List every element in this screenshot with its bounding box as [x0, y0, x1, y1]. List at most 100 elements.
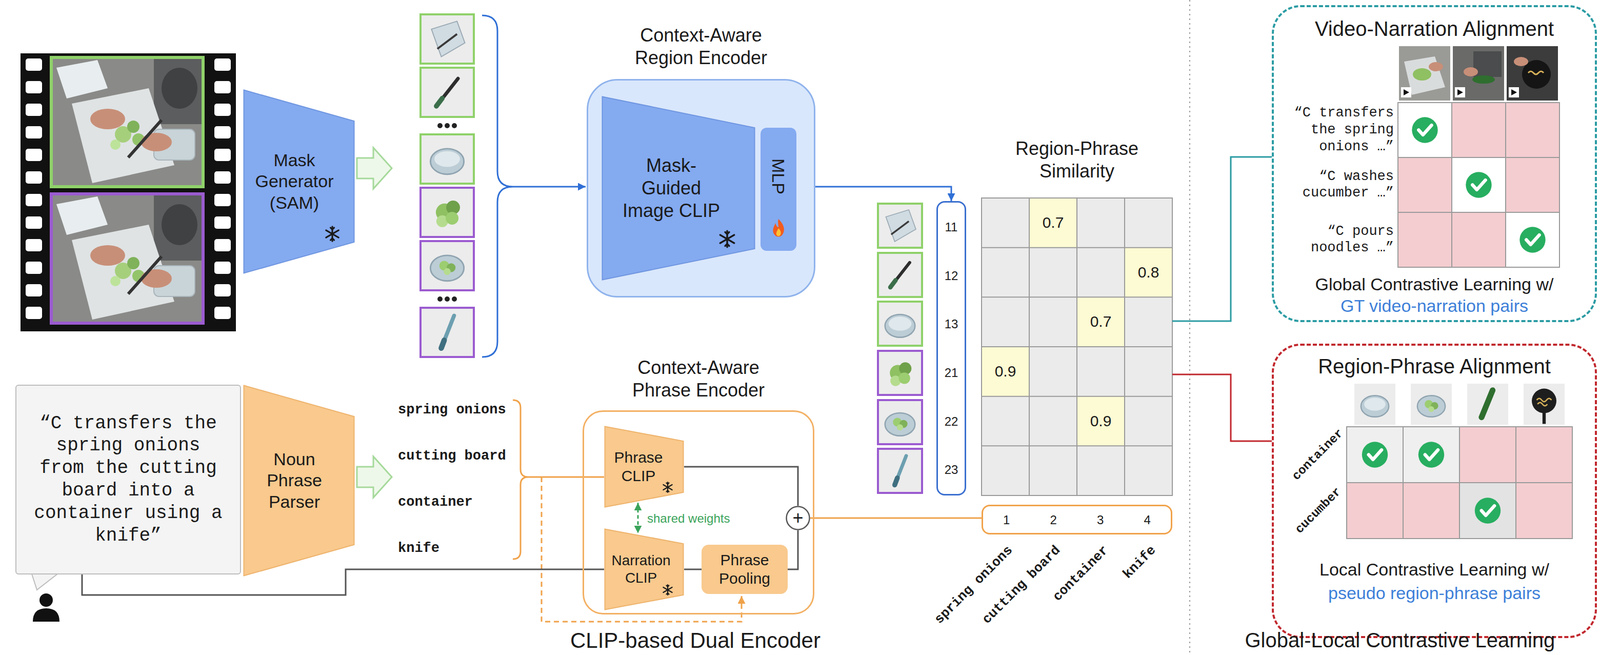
region-thumbnail [1467, 383, 1509, 425]
mask-thumbnail [420, 67, 474, 117]
index-number: 3 [1076, 512, 1125, 528]
index-number: 21 [937, 365, 965, 380]
mask-generator: Mask Generator (SAM) [243, 89, 355, 274]
image-clip: Mask-Guided Image CLIP [601, 95, 756, 281]
similarity-grid [981, 197, 1173, 496]
similarity-grid [981, 247, 1173, 249]
region-phrase-grid [1346, 482, 1573, 484]
video-narration-grid [1397, 102, 1560, 268]
video-narration-grid [1505, 157, 1560, 213]
index-number: 13 [937, 316, 965, 332]
similarity-grid [981, 296, 1173, 298]
speaker [31, 573, 60, 622]
video-narration-grid [1397, 102, 1452, 158]
region-phrase-grid [1459, 426, 1516, 483]
section-divider [1189, 0, 1191, 655]
video-narration-grid [1451, 102, 1453, 268]
phrase-label: spring onions [397, 401, 507, 419]
region-thumbnail [877, 448, 923, 493]
brace-arrow [482, 15, 513, 357]
heading: Context-Aware Region Encoder [624, 24, 778, 70]
sum-node: + [785, 505, 811, 531]
similarity-score: 0.7 [1076, 312, 1125, 332]
similarity-grid [1124, 247, 1173, 298]
region-thumbnail [877, 400, 923, 445]
mask-thumbnail [430, 255, 464, 282]
video-frames [1506, 46, 1558, 101]
narration-quote: “C pours noodles …” [1275, 223, 1394, 257]
region-thumbnail [1531, 388, 1557, 425]
mask-thumbnail [420, 307, 474, 357]
region-thumbnail [1354, 383, 1565, 425]
video-narration-grid [1451, 212, 1506, 268]
narration-quote: “C washes cucumber …” [1275, 168, 1394, 203]
index-number: 1 [983, 512, 1031, 528]
node-text: Mask-Guided Image CLIP [620, 154, 723, 223]
mask-thumbnail [436, 78, 458, 107]
index-number: 22 [937, 413, 965, 429]
mask-thumbnail [420, 241, 474, 291]
similarity-score: 0.9 [1076, 411, 1125, 431]
region-thumbnail [885, 314, 915, 338]
narration-clip: Narration CLIP [604, 528, 685, 611]
similarity-score: 0.8 [1124, 263, 1173, 283]
video-narration-grid [1519, 226, 1546, 253]
index-number: 11 [937, 219, 965, 235]
video-narration-grid [1411, 116, 1438, 143]
region-thumbnail [1354, 383, 1396, 425]
video-frames [1398, 46, 1558, 101]
film-strip [51, 57, 204, 187]
region-index: 111213212223 [936, 201, 967, 496]
phrase-brace [528, 476, 605, 478]
mask-thumbnail [420, 241, 474, 291]
video-narration-grid [1505, 212, 1560, 268]
region-thumbnail [894, 455, 907, 486]
video-narration-grid [1505, 102, 1560, 158]
heading: Video-Narration Alignment [1273, 16, 1595, 42]
axis-label: spring onions [931, 542, 1017, 628]
region-phrase-grid [1362, 441, 1388, 468]
connector-line [637, 502, 639, 533]
region-thumbnail [885, 209, 916, 242]
ellipsis-dots [444, 296, 450, 302]
flame-symbol [772, 218, 784, 237]
phrase-brace [512, 400, 529, 559]
trapezoid-shape [604, 528, 685, 611]
node-text: Narration CLIP [605, 551, 677, 587]
hollow-arrow [356, 147, 392, 189]
ellipsis-dots [437, 123, 457, 302]
heading: Region-Phrase Alignment [1273, 353, 1595, 379]
film-strip [20, 53, 236, 332]
hollow-arrow [356, 147, 392, 498]
index-number: 4 [1124, 512, 1172, 528]
region-thumbnail [877, 301, 923, 346]
mask-thumbnail [431, 21, 465, 57]
region-phrase-grid [1515, 482, 1573, 539]
trapezoid-outline [244, 385, 355, 576]
video-narration-grid [1397, 157, 1452, 213]
video-frames [1398, 46, 1451, 101]
caption: Local Contrastive Learning w/ [1273, 558, 1595, 580]
similarity-score: 0.7 [1029, 213, 1077, 233]
region-phrase-grid [1515, 426, 1573, 483]
region-phrase-grid [1346, 426, 1404, 483]
trapezoid-outline [602, 96, 755, 280]
heading: Region-Phrase Similarity [984, 137, 1170, 183]
similarity-grid [981, 346, 1173, 348]
film-strip [51, 57, 204, 187]
similarity-grid [1076, 396, 1125, 447]
similarity-score: 0.9 [981, 362, 1030, 382]
region-thumbnail [889, 362, 912, 386]
region-thumbnail [877, 252, 923, 297]
region-phrase-grid [1346, 426, 1573, 539]
section-title: CLIP-based Dual Encoder [570, 627, 821, 654]
video-narration-grid [1505, 102, 1507, 268]
snowflake-symbol [663, 584, 672, 595]
region-phrase-grid [1346, 482, 1404, 539]
region-phrase-grid [1459, 482, 1516, 539]
mlp-block: MLP [760, 127, 797, 251]
film-strip [214, 58, 231, 326]
phrase-index: 1234 [981, 504, 1173, 535]
film-strip [51, 193, 204, 324]
